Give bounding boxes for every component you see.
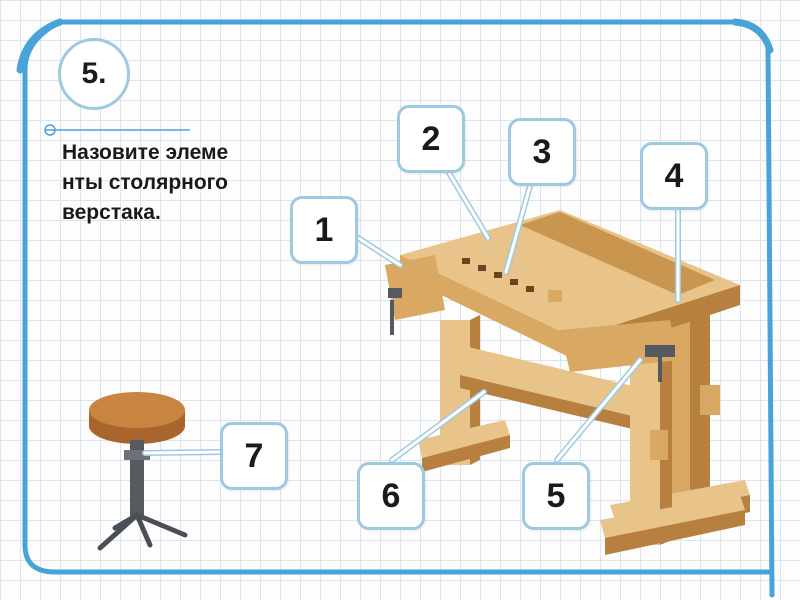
callout-5: 5	[522, 462, 590, 530]
frame-top-curl	[16, 18, 64, 74]
callout-7: 7	[220, 422, 288, 490]
slide-number-badge: 5.	[58, 38, 130, 110]
worktop-surface	[400, 210, 740, 338]
front-vise	[385, 255, 445, 320]
callout-2: 2	[397, 105, 465, 173]
workbench	[385, 210, 750, 555]
stool-legs	[97, 512, 188, 551]
title-underline-dot	[44, 124, 56, 136]
leader-lines	[142, 155, 681, 463]
tool-tray	[520, 212, 715, 295]
callout-1: 1	[290, 196, 358, 264]
bench-dog-holes	[462, 258, 534, 292]
stool	[89, 392, 188, 551]
stool-seat-top	[89, 392, 185, 428]
callout-6: 6	[357, 462, 425, 530]
frame-right-curl	[731, 18, 774, 54]
callout-3: 3	[508, 118, 576, 186]
callout-4: 4	[640, 142, 708, 210]
rear-vise	[560, 320, 680, 372]
instruction-text: Назовите элементы столярного верстака.	[62, 141, 229, 224]
